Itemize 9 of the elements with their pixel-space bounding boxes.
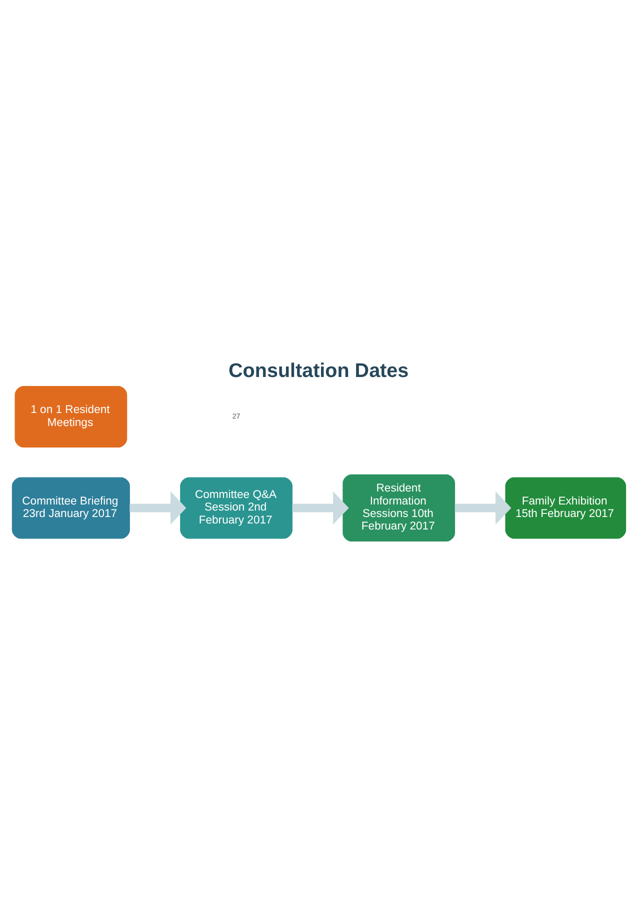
diagram-title: Consultation Dates <box>228 360 409 382</box>
node-box: Committee Q&A Session 2nd February 2017 <box>180 477 292 539</box>
arrow <box>130 491 186 524</box>
node-box: Family Exhibition 15th February 2017 <box>505 477 626 539</box>
arrow <box>454 491 512 524</box>
arrow <box>292 491 349 524</box>
node-box: Resident Information Sessions 10th February 2017 <box>342 474 456 542</box>
node-box: Committee Briefing 23rd January 2017 <box>12 477 130 539</box>
node-box: 1 on 1 Resident Meetings <box>14 386 128 448</box>
